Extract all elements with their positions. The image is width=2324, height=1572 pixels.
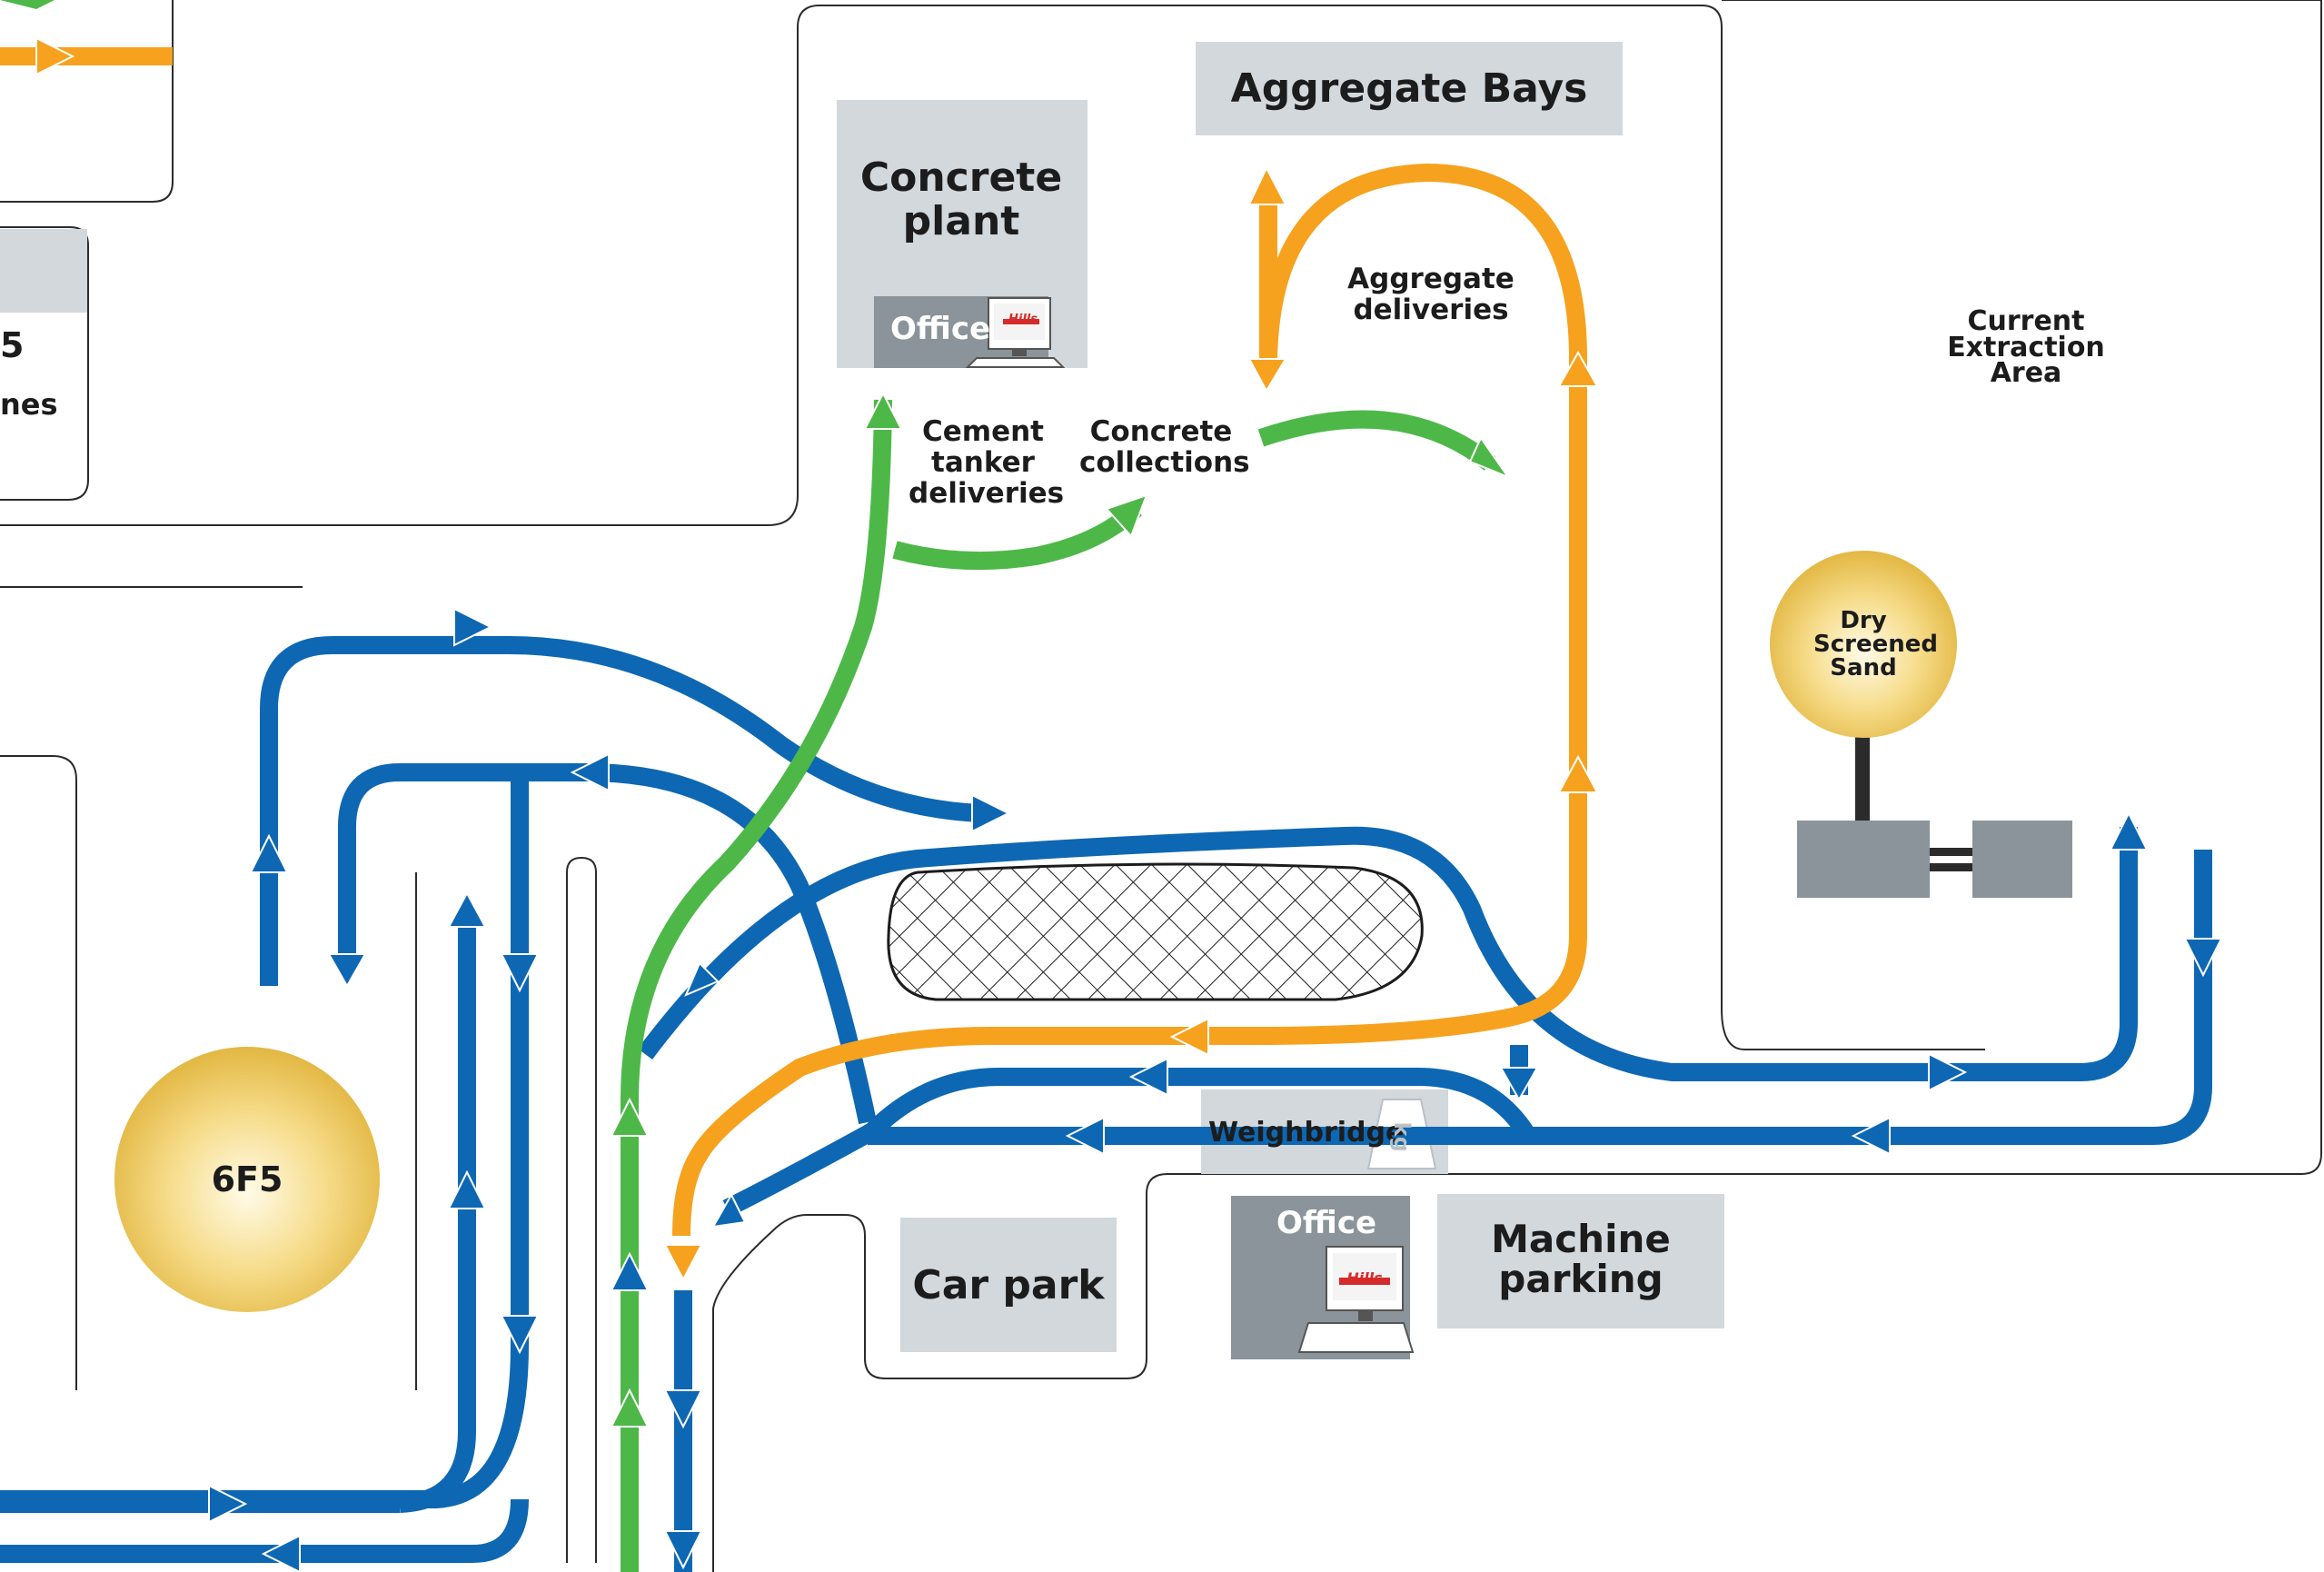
- route-arrow-icon: [663, 1244, 703, 1282]
- concrete-collections-label: Concrete collections: [1079, 415, 1250, 480]
- brand-logo-parking: Hills: [1346, 1269, 1383, 1287]
- brand-logo-plant: Hills: [1008, 313, 1038, 326]
- route-arrow-icon: [1128, 1057, 1168, 1097]
- blue-route-inner-loop: [338, 763, 877, 1125]
- car-park-label: Car park: [912, 1261, 1105, 1308]
- route-arrow-icon: [570, 752, 610, 792]
- green-route-branch: [892, 502, 1142, 571]
- outline-median: [566, 856, 597, 1563]
- partial-box-header: [0, 229, 87, 313]
- route-arrow-icon: [711, 1192, 747, 1229]
- blue-route-bottom-out: [0, 1498, 529, 1563]
- route-arrow-icon: [1557, 754, 1599, 793]
- six-f5-circle: 6F5: [114, 1047, 380, 1312]
- blue-route-return: [1563, 850, 2212, 1145]
- car-park-box: [900, 1218, 1117, 1352]
- route-arrow-icon: [1468, 435, 1511, 480]
- green-route-main: [621, 399, 892, 1572]
- blue-routes: [0, 636, 2212, 1572]
- current-extraction-label: Current Extraction Area: [1947, 305, 2105, 389]
- route-arrow-icon: [1499, 1067, 1539, 1102]
- route-arrow-icon: [1065, 1116, 1105, 1156]
- route-arrow-icon: [1928, 1052, 1968, 1092]
- blue-route-left-lane-up: [399, 909, 476, 1513]
- route-arrow-icon: [208, 1484, 248, 1524]
- office-plant-label: Office: [890, 311, 991, 347]
- concrete-plant-label: Concrete plant: [859, 154, 1063, 245]
- dry-screened-sand-circle: Dry Screened Sand: [1770, 551, 1957, 738]
- route-arrow-icon: [500, 953, 540, 993]
- six-f5-label: 6F5: [211, 1159, 283, 1199]
- outline-extraction-area: [712, 0, 2322, 1572]
- orange-route: [672, 164, 1587, 1237]
- orange-route-main: [672, 359, 1587, 1237]
- route-arrow-icon: [663, 1530, 703, 1570]
- cement-tanker-label: Cement tanker deliveries: [909, 415, 1065, 511]
- blue-route-top-loop: [260, 636, 982, 986]
- outline-partial-box: [0, 226, 89, 501]
- aggregate-bays-label: Aggregate Bays: [1230, 65, 1588, 112]
- outline-left-building: [0, 755, 77, 1390]
- route-arrow-icon: [971, 793, 1011, 833]
- route-arrow-icon: [610, 1388, 650, 1428]
- blue-route-outer-curve: [638, 826, 2138, 1081]
- outline-top-left-area: [0, 0, 174, 203]
- route-arrow-icon: [1105, 493, 1148, 538]
- route-arrow-icon: [500, 1315, 540, 1355]
- route-arrow-icon: [1557, 350, 1599, 387]
- hatched-stockpile: [887, 862, 1424, 1001]
- route-arrow-icon: [610, 1097, 650, 1137]
- green-route-collections: [1257, 410, 1496, 471]
- computer-icon-parking: [1297, 1246, 1415, 1353]
- orange-route-aggregate-loop: [1259, 164, 1587, 360]
- aggregate-deliveries-label: Aggregate deliveries: [1347, 263, 1515, 327]
- route-arrow-icon: [684, 961, 720, 997]
- route-arrow-icon: [2183, 938, 2223, 978]
- route-arrow-icon: [327, 953, 367, 989]
- partial-box-number: 5: [0, 325, 25, 365]
- route-arrow-icon: [863, 391, 903, 430]
- weighbridge-label: Weighbridge: [1208, 1117, 1405, 1149]
- route-arrow-icons: [35, 36, 2223, 1572]
- route-arrow-icon: [663, 1389, 703, 1429]
- outline-plant-area: [0, 5, 1985, 1050]
- route-arrow-icon: [610, 1251, 650, 1291]
- route-arrow-icon: [447, 1169, 487, 1209]
- route-arrow-icon: [35, 36, 75, 76]
- weight-unit-label: kg: [1389, 1121, 1415, 1152]
- dry-screened-sand-label: Dry Screened Sand: [1813, 607, 1938, 682]
- route-arrow-icon: [1169, 1017, 1209, 1057]
- route-arrow-icon: [261, 1534, 301, 1572]
- aggregate-bays-box: [1196, 42, 1623, 135]
- machine-parking-label: Machine parking: [1491, 1217, 1671, 1302]
- route-arrow-icon: [249, 833, 289, 873]
- blue-route-weighbridge-lane: [722, 1068, 1534, 1217]
- route-arrow-icon: [447, 890, 487, 928]
- route-arrow-icon: [453, 607, 493, 647]
- partial-box-text: nes: [0, 387, 58, 422]
- sand-plant-equipment: [1797, 722, 2072, 898]
- computer-icon-plant: [965, 297, 1066, 368]
- office-parking-label: Office: [1276, 1205, 1377, 1241]
- route-arrow-icon: [2109, 811, 2149, 851]
- route-arrow-icon: [1851, 1116, 1891, 1156]
- green-route-partial-top-arrow: [0, 0, 55, 9]
- route-arrow-icon: [1247, 165, 1287, 205]
- machine-parking-box: [1437, 1194, 1724, 1328]
- blue-route-left-lane-down: [0, 771, 530, 1508]
- route-arrow-icon: [1247, 358, 1287, 393]
